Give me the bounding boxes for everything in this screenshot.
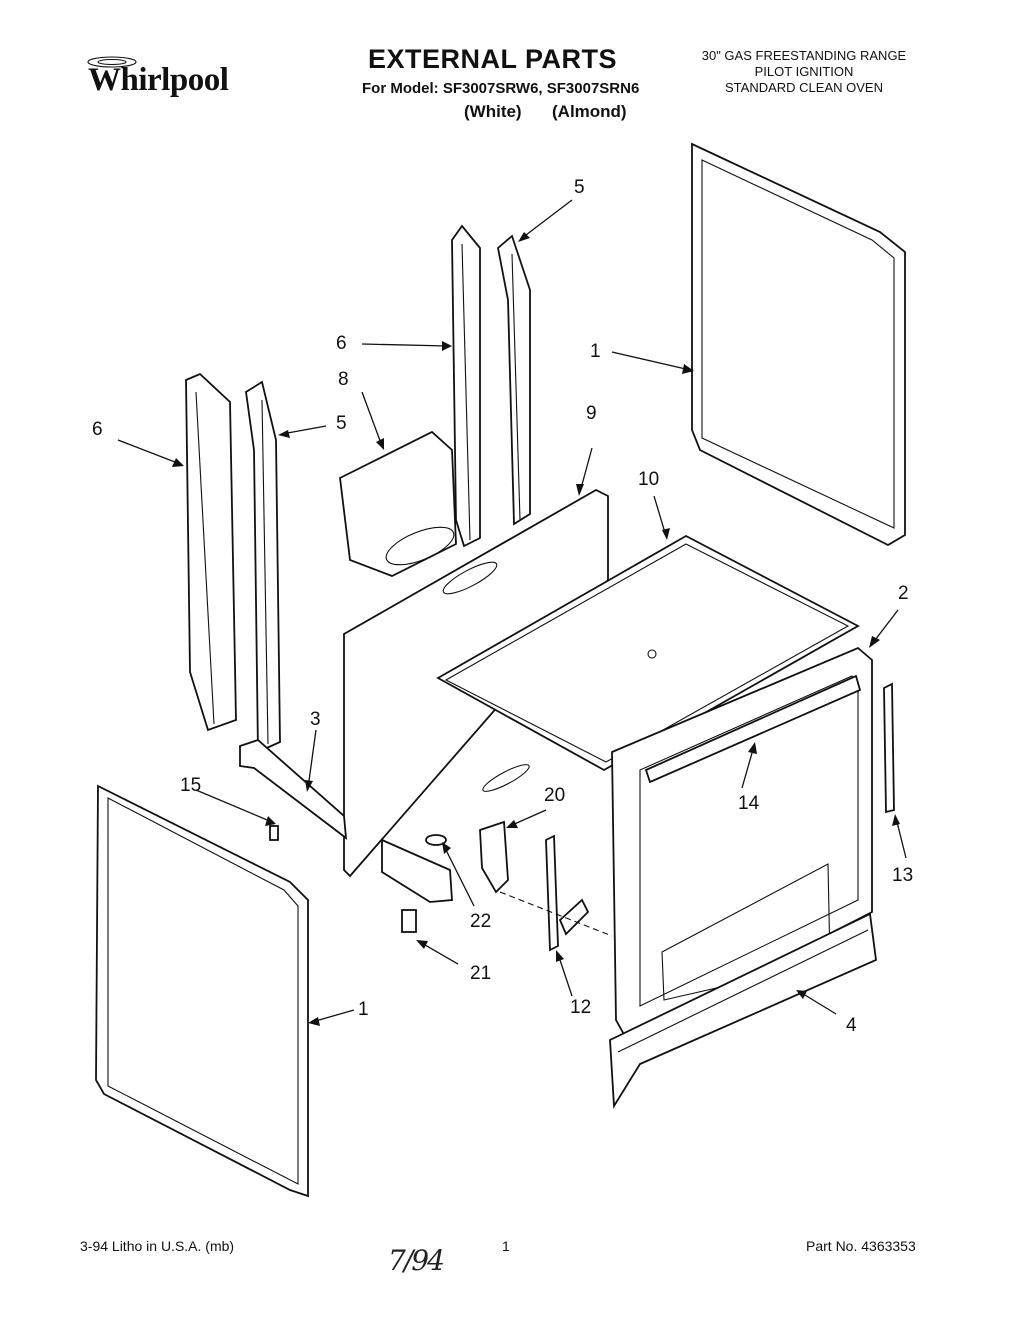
variant-almond: (Almond) — [552, 102, 627, 121]
front-frame — [611, 646, 873, 1040]
callout-rear-channel-right: 5 — [574, 177, 585, 198]
callout-screw-15: 15 — [180, 775, 202, 796]
callout-hinge-bracket: 12 — [570, 997, 592, 1018]
rear-channel-left — [245, 380, 281, 754]
callout-shield-20: 20 — [544, 785, 566, 806]
support-bracket — [239, 738, 453, 903]
model-line: For Model: SF3007SRW6, SF3007SRN6 — [362, 80, 640, 97]
top-trim — [644, 674, 862, 784]
page-number: 1 — [502, 1238, 510, 1254]
callout-trim-strip: 13 — [892, 865, 914, 886]
handwritten-date: 7/94 — [388, 1244, 445, 1277]
callout-top-trim: 14 — [738, 793, 760, 814]
callout-side-panel-right: 1 — [590, 341, 601, 362]
side-panel-left — [95, 784, 309, 1198]
callout-front-channel-left: 6 — [92, 419, 103, 440]
side-panel-right — [691, 142, 906, 547]
callout-rear-channel-left: 5 — [336, 413, 347, 434]
shield-20 — [479, 820, 509, 894]
rear-channel-right — [497, 234, 531, 526]
front-channel-right — [451, 224, 481, 548]
page-title: EXTERNAL PARTS — [368, 44, 618, 74]
callout-cooktop-base: 10 — [638, 469, 660, 490]
kick-plate — [609, 912, 877, 1109]
whirlpool-logo-swoosh — [87, 56, 137, 68]
callout-screw-21: 21 — [470, 963, 492, 984]
screw-15-shape — [269, 825, 279, 841]
callout-kick-plate: 4 — [846, 1015, 857, 1036]
variant-white: (White) — [464, 102, 522, 121]
callout-back-panel: 9 — [586, 403, 597, 424]
callout-front-frame: 2 — [898, 583, 909, 604]
screw-21-shape — [401, 909, 417, 933]
cooktop-base — [436, 534, 860, 772]
trim-strip — [883, 682, 895, 814]
spec-line-3: STANDARD CLEAN OVEN — [725, 80, 883, 95]
callout-support-bracket: 3 — [310, 709, 321, 730]
clip-22-shape — [425, 834, 447, 846]
callout-clip-22: 22 — [470, 911, 492, 932]
callout-front-channel-right: 6 — [336, 333, 347, 354]
spec-line-1: 30" GAS FREESTANDING RANGE — [701, 48, 907, 63]
front-channel-left — [185, 372, 237, 732]
vent-duct — [339, 430, 457, 577]
litho-note: 3-94 Litho in U.S.A. (mb) — [80, 1238, 235, 1254]
spec-line-2: PILOT IGNITION — [754, 64, 854, 79]
callout-side-panel-left: 1 — [358, 999, 369, 1020]
callout-vent-duct: 8 — [338, 369, 349, 390]
leader-arrows — [117, 199, 907, 1026]
part-number: Part No. 4363353 — [806, 1238, 916, 1254]
brand-logo-text: Whirlpool — [88, 62, 229, 98]
hinge-bracket — [545, 834, 590, 952]
